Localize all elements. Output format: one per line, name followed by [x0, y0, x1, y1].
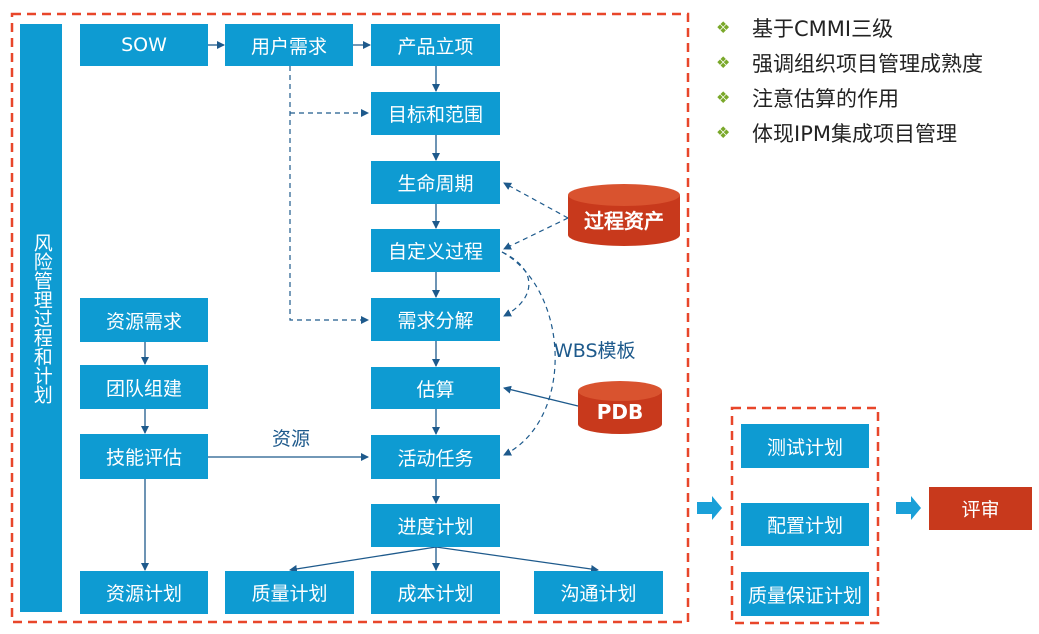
main-frame — [10, 12, 690, 624]
cost-plan-box[interactable]: 成本计划 — [371, 571, 500, 614]
process-assets-cylinder — [568, 184, 680, 246]
bullet-list: ❖基于CMMI三级 ❖强调组织项目管理成熟度 ❖注意估算的作用 ❖体现IPM集成… — [716, 10, 983, 150]
review-box[interactable]: 评审 — [929, 487, 1032, 530]
config-plan-box[interactable]: 配置计划 — [741, 503, 869, 546]
qa-plan-box[interactable]: 质量保证计划 — [741, 572, 869, 616]
sow-box[interactable]: SOW — [80, 24, 208, 66]
pdb-label: PDB — [596, 400, 644, 424]
resource-plan-box[interactable]: 资源计划 — [80, 571, 208, 614]
diamond-bullet-icon: ❖ — [716, 53, 731, 72]
skill-evaluation-box[interactable]: 技能评估 — [80, 434, 208, 479]
communication-plan-box[interactable]: 沟通计划 — [534, 571, 663, 614]
goal-scope-box[interactable]: 目标和范围 — [371, 92, 500, 135]
team-building-box[interactable]: 团队组建 — [80, 365, 208, 409]
diamond-bullet-icon: ❖ — [716, 88, 731, 107]
bullet-item: ❖体现IPM集成项目管理 — [716, 121, 957, 146]
block-arrow-1 — [697, 496, 722, 520]
resource-requirement-box[interactable]: 资源需求 — [80, 298, 208, 342]
requirement-breakdown-box[interactable]: 需求分解 — [371, 298, 500, 341]
process-assets-label: 过程资产 — [584, 208, 664, 233]
user-requirement-box[interactable]: 用户需求 — [225, 24, 353, 66]
schedule-plan-box[interactable]: 进度计划 — [371, 504, 500, 547]
block-arrow-2 — [896, 496, 921, 520]
test-plan-box[interactable]: 测试计划 — [741, 424, 869, 468]
bullet-item: ❖基于CMMI三级 — [716, 16, 894, 41]
wbs-template-label: WBS模板 — [554, 340, 636, 362]
product-initiation-box[interactable]: 产品立项 — [371, 24, 500, 66]
pdb-cylinder — [578, 381, 662, 434]
estimate-box[interactable]: 估算 — [371, 367, 500, 409]
activity-tasks-box[interactable]: 活动任务 — [371, 435, 500, 479]
diamond-bullet-icon: ❖ — [716, 123, 731, 142]
bullet-item: ❖强调组织项目管理成熟度 — [716, 51, 983, 76]
lifecycle-box[interactable]: 生命周期 — [371, 161, 500, 204]
risk-process-label: 风险管理过程和计划 — [30, 232, 53, 404]
diamond-bullet-icon: ❖ — [716, 18, 731, 37]
quality-plan-box[interactable]: 质量计划 — [225, 571, 354, 614]
risk-process-column[interactable]: 风险管理过程和计划 — [20, 24, 62, 612]
bullet-item: ❖注意估算的作用 — [716, 86, 899, 111]
custom-process-box[interactable]: 自定义过程 — [371, 229, 500, 272]
resources-label: 资源 — [272, 428, 311, 450]
